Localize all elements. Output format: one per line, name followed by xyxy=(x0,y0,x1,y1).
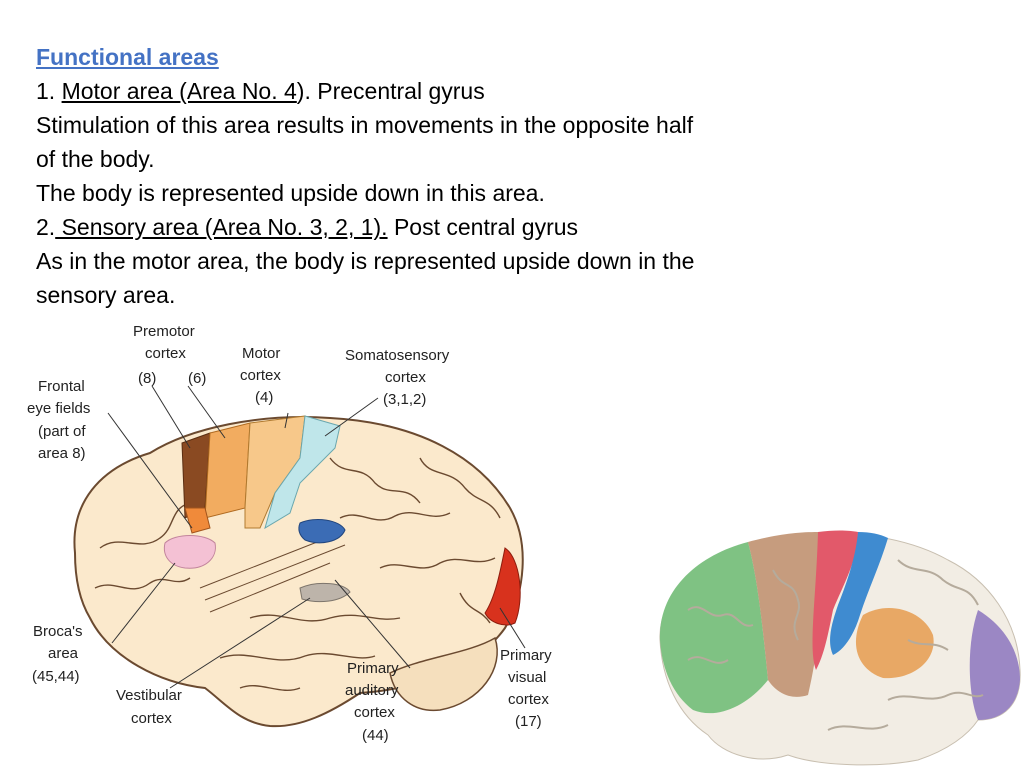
cerebellum xyxy=(389,636,498,712)
label-auditory: Primary auditory cortex (44) xyxy=(345,660,399,744)
brain-gyri xyxy=(687,559,984,731)
label-frontal-eye-fields: Frontal eye fields (part of area 8) xyxy=(27,378,90,462)
label-line: Broca's xyxy=(33,623,83,640)
premotor-area-6 xyxy=(204,422,251,519)
label-line: (44) xyxy=(362,727,389,744)
label-line: area xyxy=(48,645,79,662)
label-line: Premotor xyxy=(133,323,195,340)
label-line: (6) xyxy=(188,370,206,387)
slide-text: Functional areas 1. Motor area (Area No.… xyxy=(36,40,936,312)
auditory-cortex-blue xyxy=(298,519,346,544)
cortex-functional-areas-diagram: Premotor cortex (8) (6) Motor cortex (4)… xyxy=(27,323,552,744)
motor-area-title: Motor area (Area No. 4 xyxy=(61,78,297,104)
color-coded-brain-image xyxy=(659,530,1021,766)
label-line: Vestibular xyxy=(116,687,182,704)
label-line: (3,1,2) xyxy=(383,391,426,408)
label-somatosensory: Somatosensory cortex (3,1,2) xyxy=(345,347,450,408)
label-line: cortex xyxy=(508,691,549,708)
item-number: 2. xyxy=(36,214,56,240)
label-line: Primary xyxy=(500,647,552,664)
label-line: visual xyxy=(508,669,546,686)
leader-lines xyxy=(107,385,526,689)
motor-area-location: ). Precentral gyrus xyxy=(296,78,485,104)
occipital-purple-region xyxy=(969,610,1020,720)
label-line: area 8) xyxy=(38,445,86,462)
label-line: eye fields xyxy=(27,400,90,417)
label-line: (part of xyxy=(38,423,86,440)
label-motor-cortex: Motor cortex (4) xyxy=(240,345,281,406)
label-line: (8) xyxy=(138,370,156,387)
paragraph-line: As in the motor area, the body is repres… xyxy=(36,248,695,274)
paragraph-line: Stimulation of this area results in move… xyxy=(36,112,694,138)
label-vestibular: Vestibular cortex xyxy=(116,687,182,727)
paragraph-line: sensory area. xyxy=(36,282,176,308)
label-line: cortex xyxy=(240,367,281,384)
broca-area xyxy=(163,535,216,569)
label-line: Primary xyxy=(347,660,399,677)
premotor-tan-region xyxy=(748,532,821,697)
frontal-green-region xyxy=(659,542,768,714)
label-line: cortex xyxy=(385,369,426,386)
label-line: Motor xyxy=(242,345,280,362)
somatosensory-cortex xyxy=(264,415,341,530)
label-line: cortex xyxy=(145,345,186,362)
paragraph-line: of the body. xyxy=(36,146,155,172)
sensory-area-line: 2. Sensory area (Area No. 3, 2, 1). Post… xyxy=(36,210,936,244)
label-premotor: Premotor cortex (8) (6) xyxy=(133,323,206,387)
sensory-area-title: Sensory area (Area No. 3, 2, 1). xyxy=(55,214,388,240)
paragraph-line: The body is represented upside down in t… xyxy=(36,180,545,206)
label-line: (45,44) xyxy=(32,668,80,685)
sensory-area-location: Post central gyrus xyxy=(387,214,579,240)
label-line: auditory xyxy=(345,682,399,699)
motor-red-region xyxy=(812,530,858,670)
motor-area-line: 1. Motor area (Area No. 4). Precentral g… xyxy=(36,74,936,108)
primary-visual-cortex xyxy=(484,547,521,626)
auditory-orange-region xyxy=(855,607,934,679)
label-line: Somatosensory xyxy=(345,347,450,364)
vestibular-area xyxy=(299,582,351,603)
label-line: (17) xyxy=(515,713,542,730)
label-broca: Broca's area (45,44) xyxy=(32,623,83,685)
label-line: cortex xyxy=(354,704,395,721)
slide-heading: Functional areas xyxy=(36,44,219,70)
label-line: Frontal xyxy=(38,378,85,395)
gyri-pattern xyxy=(94,457,501,692)
label-visual: Primary visual cortex (17) xyxy=(500,647,552,730)
label-line: cortex xyxy=(131,710,172,727)
item-number: 1. xyxy=(36,78,62,104)
somatosensory-blue-region xyxy=(830,532,888,655)
label-line: (4) xyxy=(255,389,273,406)
